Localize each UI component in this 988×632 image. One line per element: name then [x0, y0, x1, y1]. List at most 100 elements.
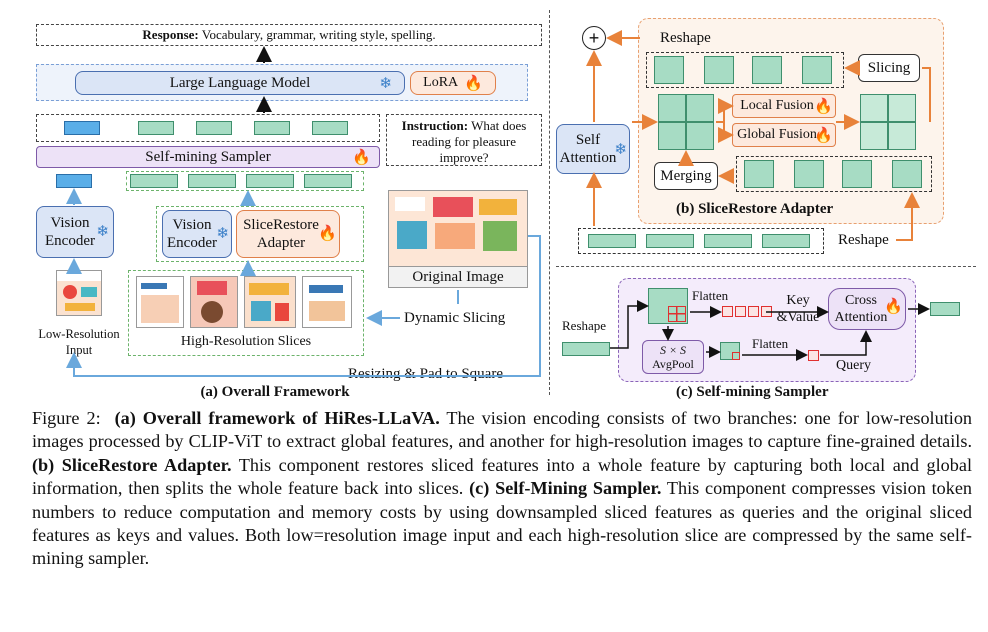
feature-map-grid — [668, 306, 686, 322]
instruction-text: What does reading for pleasure improve? — [412, 118, 527, 165]
snowflake-icon: ❄ — [614, 142, 627, 158]
flame-icon: 🔥 — [352, 149, 371, 166]
global-fusion-label: Global Fusion — [737, 127, 817, 142]
slice-thumbnail — [302, 276, 352, 328]
slice-square — [892, 160, 922, 188]
arrow-resize-pad — [66, 235, 541, 377]
caption-a-title: (a) Overall framework of HiRes-LLaVA. — [114, 408, 440, 428]
lora-box: LoRA 🔥 — [410, 71, 496, 95]
slice-token — [196, 121, 232, 135]
top-slices-row — [646, 52, 844, 88]
slicing-label: Slicing — [867, 59, 911, 76]
slice-square — [842, 160, 872, 188]
local-fusion-box: Local Fusion 🔥 — [732, 94, 836, 118]
high-res-label: High-Resolution Slices — [180, 334, 312, 349]
reshape-bottom-label: Reshape — [838, 232, 889, 248]
snowflake-icon: ❄ — [379, 75, 392, 92]
slice-token — [588, 234, 636, 248]
instruction-label: Instruction: — [401, 118, 469, 133]
low-res-token — [64, 121, 100, 135]
slice-thumbnail — [190, 276, 238, 328]
slice-restore-adapter-box: SliceRestore Adapter 🔥 — [236, 210, 340, 258]
slice-token — [304, 174, 352, 188]
slice-token — [704, 234, 752, 248]
slice-square — [654, 56, 684, 84]
sampler-label: Self-mining Sampler — [145, 148, 271, 165]
slice-restore-label: SliceRestore Adapter — [243, 217, 319, 251]
figure-number: Figure 2: — [32, 408, 101, 428]
plus-icon: + — [582, 26, 606, 50]
input-tokens-row — [578, 228, 824, 254]
grid-cell — [658, 122, 686, 150]
grid-cell — [658, 94, 686, 122]
flatten-bottom-label: Flatten — [752, 336, 789, 351]
slice-token — [138, 121, 174, 135]
flame-icon: 🔥 — [814, 127, 833, 144]
flame-icon: 🔥 — [318, 226, 337, 242]
arrow-to-fusions — [716, 98, 734, 123]
slice-square — [704, 56, 734, 84]
merging-box: Merging — [654, 162, 718, 190]
low-res-thumbnail — [56, 270, 102, 316]
snowflake-icon: ❄ — [96, 224, 109, 240]
input-token — [562, 342, 610, 356]
arrow-grid-to-slicing — [922, 67, 931, 122]
slice-thumbnail — [136, 276, 184, 328]
slice-square — [794, 160, 824, 188]
key-value-label: Key &Value — [776, 293, 820, 325]
pooled-query-cell — [732, 352, 740, 360]
merging-label: Merging — [660, 167, 712, 184]
caption-b-title: (b) SliceRestore Adapter. — [32, 454, 232, 475]
grid-cell — [686, 94, 714, 122]
slice-thumbnail — [244, 276, 296, 328]
arrow-reshape-to-map — [610, 300, 649, 349]
slice-token — [762, 234, 810, 248]
flatten-top-label: Flatten — [692, 288, 729, 303]
panel-b-title: (b) SliceRestore Adapter — [676, 201, 834, 217]
local-fusion-label: Local Fusion — [740, 98, 814, 113]
vision-encoder-low-res: Vision Encoder ❄ — [36, 206, 114, 258]
caption-c-title: (c) Self-Mining Sampler. — [469, 478, 662, 499]
avgpool-label: AvgPool — [652, 357, 694, 371]
vision-encoder-label: Vision Encoder — [167, 217, 217, 251]
vision-encoder-high-res: Vision Encoder ❄ — [162, 210, 232, 258]
caption-a-text: The vision encoding consists of two bran… — [32, 408, 973, 452]
query-token — [808, 350, 819, 361]
instruction-box: Instruction: What does reading for pleas… — [386, 114, 542, 166]
response-box: Response: Vocabulary, grammar, writing s… — [36, 24, 542, 46]
self-attention-label: Self Attention — [559, 132, 617, 166]
arrows-overlay — [66, 30, 931, 377]
slice-square — [744, 160, 774, 188]
snowflake-icon: ❄ — [216, 226, 229, 242]
flame-icon: 🔥 — [464, 75, 483, 92]
query-label: Query — [836, 358, 871, 373]
slicing-box: Slicing — [858, 54, 920, 82]
grid-cell — [888, 94, 916, 122]
reshape-top-label: Reshape — [660, 30, 711, 46]
cross-attention-label: Cross Attention — [834, 293, 888, 325]
flame-icon: 🔥 — [884, 299, 903, 315]
vertical-divider — [549, 10, 550, 395]
slice-token — [130, 174, 178, 188]
slice-token — [254, 121, 290, 135]
slice-square — [802, 56, 832, 84]
low-res-token — [56, 174, 92, 188]
cross-attention-box: Cross Attention 🔥 — [828, 288, 906, 330]
self-mining-sampler-box: Self-mining Sampler 🔥 — [36, 146, 380, 168]
arrow-query-to-attention — [820, 330, 872, 356]
slice-token — [312, 121, 348, 135]
bottom-slices-row — [736, 156, 932, 192]
avgpool-dims: S × S — [659, 343, 687, 357]
dynamic-slicing-label: Dynamic Slicing — [404, 310, 506, 326]
high-res-encoder-group — [156, 206, 364, 262]
arrow-to-global — [718, 122, 734, 143]
self-attention-box: Self Attention ❄ — [556, 124, 630, 174]
output-token — [930, 302, 960, 316]
avgpool-box: S × S AvgPool — [642, 340, 704, 374]
horizontal-divider — [556, 266, 976, 267]
flame-icon: 🔥 — [814, 98, 833, 115]
grid-cell — [888, 122, 916, 150]
grid-cell — [686, 122, 714, 150]
slice-token — [246, 174, 294, 188]
arrow-reshape-bottom — [896, 192, 920, 241]
